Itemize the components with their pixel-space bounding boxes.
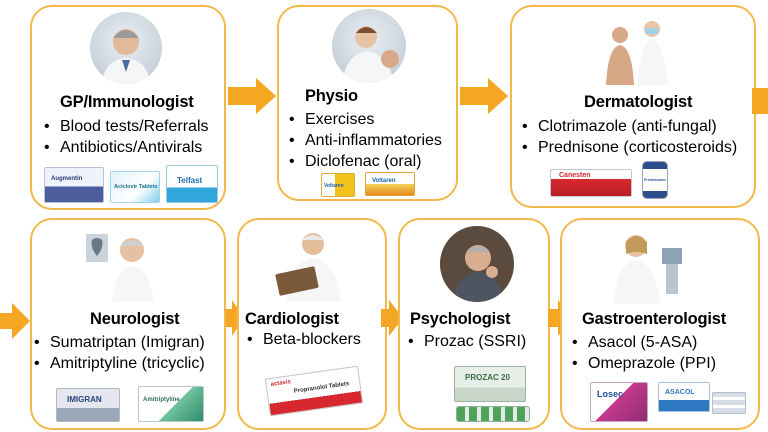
medicine-pack: Augmentin <box>44 167 104 203</box>
medicine-pack: Aciclovir Tablets <box>110 171 160 203</box>
treatment-item: •Prozac (SSRI) <box>408 333 527 350</box>
blister-pack <box>712 392 746 414</box>
specialist-title: Psychologist <box>410 310 511 328</box>
arrow-icon <box>228 78 276 114</box>
card-dermatologist: Dermatologist •Clotrimazole (anti-fungal… <box>510 5 756 208</box>
doctor-photo <box>90 12 162 84</box>
psychologist-photo <box>440 226 514 302</box>
treatment-item: •Beta-blockers <box>247 331 361 348</box>
treatment-item: •Omeprazole (PPI) <box>572 355 717 372</box>
arrow-icon <box>460 78 508 114</box>
treatment-list: •Blood tests/Referrals •Antibiotics/Anti… <box>40 116 209 158</box>
card-psychologist: Psychologist •Prozac (SSRI) PROZAC 20 <box>398 218 550 430</box>
specialist-title: GP/Immunologist <box>60 93 194 111</box>
medicine-pack: Amitriptyline <box>138 386 204 422</box>
treatment-list: •Prozac (SSRI) <box>404 331 526 352</box>
treatment-item: •Sumatriptan (Imigran) <box>34 334 205 351</box>
neurologist-photo <box>82 226 158 302</box>
treatment-list: •Clotrimazole (anti-fungal) •Prednisone … <box>518 116 737 158</box>
treatment-item: •Asacol (5-ASA) <box>572 334 698 351</box>
medicine-pack: IMIGRAN <box>56 388 120 422</box>
medicine-pack: ASACOL <box>658 382 710 412</box>
card-gp-immunologist: GP/Immunologist •Blood tests/Referrals •… <box>30 5 226 210</box>
treatment-item: •Amitriptyline (tricyclic) <box>34 355 205 372</box>
dermatologist-photo <box>600 11 674 85</box>
treatment-item: •Blood tests/Referrals <box>44 118 209 135</box>
treatment-item: •Exercises <box>289 111 375 128</box>
specialist-title: Gastroenterologist <box>582 310 727 328</box>
treatment-list: •Exercises •Anti-inflammatories •Diclofe… <box>285 109 442 172</box>
specialist-title: Dermatologist <box>584 93 693 111</box>
treatment-item: •Prednisone (corticosteroids) <box>522 139 738 156</box>
medicine-pack: Voltaren <box>321 173 355 197</box>
specialist-title: Neurologist <box>90 310 180 328</box>
arrow-icon <box>0 303 30 339</box>
treatment-item: •Clotrimazole (anti-fungal) <box>522 118 717 135</box>
treatment-list: •Beta-blockers <box>243 329 361 350</box>
gastroenterologist-photo <box>606 224 686 304</box>
treatment-item: •Anti-inflammatories <box>289 132 442 149</box>
card-gastroenterologist: Gastroenterologist •Asacol (5-ASA) •Omep… <box>560 218 760 430</box>
medicine-pack: Losec <box>590 382 648 422</box>
medicine-pack: Voltaren <box>365 172 415 196</box>
card-physio: Physio •Exercises •Anti-inflammatories •… <box>277 5 458 201</box>
medicine-bottle: Prednisolone <box>642 161 668 199</box>
medicine-pack: Canesten <box>550 169 632 197</box>
physio-photo <box>332 9 406 83</box>
arrow-icon <box>226 300 244 336</box>
arrow-icon <box>752 88 768 114</box>
blister-pack <box>456 406 530 422</box>
cardiologist-photo <box>269 224 359 302</box>
specialist-title: Physio <box>305 87 358 105</box>
treatment-list: •Asacol (5-ASA) •Omeprazole (PPI) <box>568 332 716 374</box>
treatment-item: •Antibiotics/Antivirals <box>44 139 203 156</box>
treatment-list: •Sumatriptan (Imigran) •Amitriptyline (t… <box>30 332 205 374</box>
specialist-title: Cardiologist <box>245 310 339 328</box>
card-neurologist: Neurologist •Sumatriptan (Imigran) •Amit… <box>30 218 226 430</box>
medicine-pack: Telfast <box>166 165 218 203</box>
card-cardiologist: Cardiologist •Beta-blockers actavis Prop… <box>237 218 387 430</box>
medicine-pack: actavis Propranolol Tablets <box>264 365 364 417</box>
medicine-pack: PROZAC 20 <box>454 366 526 402</box>
arrow-icon <box>381 300 403 336</box>
treatment-item: •Diclofenac (oral) <box>289 153 422 170</box>
